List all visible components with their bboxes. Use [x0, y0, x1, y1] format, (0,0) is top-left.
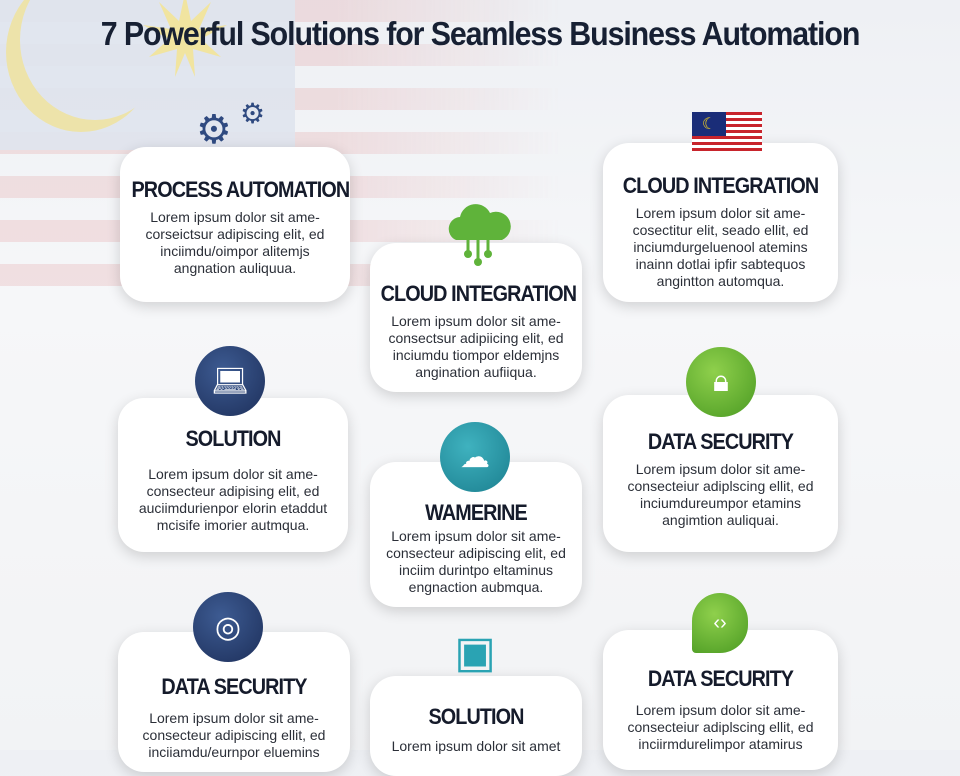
cloud-icon: ☁ [440, 422, 510, 492]
hand-tablet-icon: ▣ [454, 628, 496, 677]
solution-card: DATA SECURITY Lorem ipsum dolor sit ame-… [603, 395, 838, 552]
card-text: Lorem ipsum dolor sit ame- consectsur ad… [388, 313, 564, 380]
cloud-network-icon [442, 200, 514, 270]
malaysia-flag-icon: ☾ [692, 112, 762, 154]
card-title: SOLUTION [428, 704, 524, 729]
card-title: CLOUD INTEGRATION [622, 173, 819, 198]
card-title: DATA SECURITY [161, 674, 307, 699]
solution-card: SOLUTION Lorem ipsum dolor sit amet [370, 676, 582, 776]
card-title: DATA SECURITY [647, 429, 794, 454]
card-title: CLOUD INTEGRATION [380, 281, 577, 306]
laptop-icon: 💻︎ [195, 346, 265, 416]
card-text: Lorem ipsum dolor sit ame- consecteiur a… [627, 702, 814, 752]
card-text: Lorem ipsum dolor sit ame- consecteur ad… [142, 710, 326, 760]
card-text: Lorem ipsum dolor sit ame- consecteur ad… [138, 466, 328, 533]
card-title: WAMERINE [425, 500, 528, 525]
lock-icon: 🔒︎ [686, 347, 756, 417]
card-text: Lorem ipsum dolor sit ame- corseictsur a… [145, 209, 325, 276]
star-icon [143, 0, 227, 77]
card-text: Lorem ipsum dolor sit ame- consecteiur a… [627, 461, 814, 528]
card-text: Lorem ipsum dolor sit ame- cosectitur el… [632, 205, 809, 289]
solution-card: CLOUD INTEGRATION Lorem ipsum dolor sit … [370, 243, 582, 392]
gears-icon: ⚙⚙ [196, 98, 266, 152]
solution-card: SOLUTION Lorem ipsum dolor sit ame- cons… [118, 398, 348, 552]
page-title: 7 Powerful Solutions for Seamless Busine… [100, 15, 861, 52]
target-icon: ◎ [193, 592, 263, 662]
card-title: SOLUTION [185, 426, 281, 451]
solution-card: DATA SECURITY Lorem ipsum dolor sit ame-… [603, 630, 838, 770]
solution-card: CLOUD INTEGRATION Lorem ipsum dolor sit … [603, 143, 838, 302]
card-title: PROCESS AUTOMATION [131, 177, 351, 202]
solution-card: PROCESS AUTOMATION Lorem ipsum dolor sit… [120, 147, 350, 302]
code-chat-icon: ‹› [692, 593, 748, 653]
card-title: DATA SECURITY [647, 666, 794, 691]
card-text: Lorem ipsum dolor sit amet [391, 738, 561, 754]
card-text: Lorem ipsum dolor sit ame- consecteur ad… [386, 528, 566, 595]
